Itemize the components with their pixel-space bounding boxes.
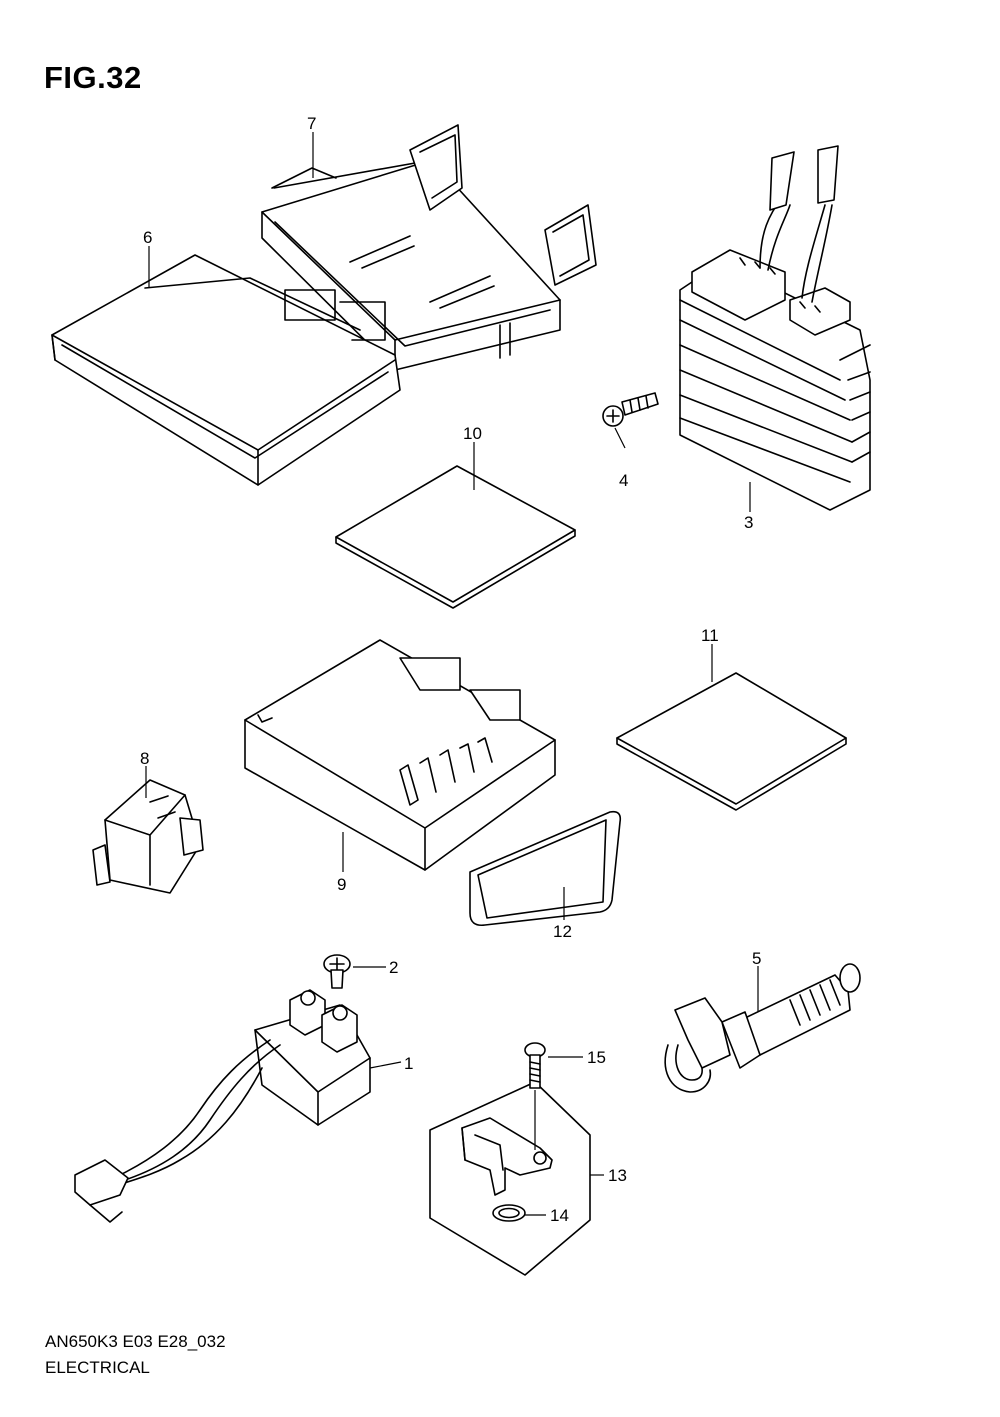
callout-6: 6 (143, 228, 152, 247)
callout-8: 8 (140, 749, 149, 768)
part-3-regulator-rectifier[interactable] (679, 145, 871, 511)
callout-1: 1 (404, 1054, 413, 1073)
callout-3: 3 (744, 513, 753, 532)
part-14-o-ring[interactable] (492, 1204, 526, 1222)
part-7-ecu-bracket[interactable] (261, 124, 597, 371)
part-8-relay[interactable] (92, 779, 204, 894)
part-4-screw[interactable] (602, 392, 659, 427)
part-11-sheet[interactable] (616, 672, 847, 805)
diagram-code: AN650K3 E03 E28_032 (45, 1332, 226, 1351)
callout-11: 11 (701, 626, 719, 645)
callout-4: 4 (619, 471, 628, 490)
part-2-screw[interactable] (323, 954, 351, 989)
part-13-sensor[interactable] (461, 1117, 553, 1196)
part-10-sheet[interactable] (335, 465, 576, 603)
part-1-starter-relay[interactable] (74, 989, 371, 1223)
part-6-ecu[interactable] (51, 254, 401, 486)
figure-title: FIG.32 (44, 60, 142, 95)
diagram-section-title: ELECTRICAL (45, 1358, 150, 1377)
callout-12: 12 (553, 922, 572, 941)
part-13-frame (429, 1081, 591, 1276)
callout-2: 2 (389, 958, 398, 977)
callout-5: 5 (752, 949, 761, 968)
callout-14: 14 (550, 1206, 569, 1225)
callout-7: 7 (307, 114, 316, 133)
part-15-bolt[interactable] (524, 1042, 546, 1089)
callout-10: 10 (463, 424, 482, 443)
part-5-speed-sensor[interactable] (664, 963, 861, 1093)
part-9-control-module[interactable] (244, 639, 556, 871)
callout-13: 13 (608, 1166, 627, 1185)
callout-numbers: 1 2 3 4 5 6 7 8 9 10 11 12 13 14 15 (140, 114, 761, 1225)
callout-15: 15 (587, 1048, 606, 1067)
leader-lines (145, 132, 759, 1216)
callout-9: 9 (337, 875, 346, 894)
part-12-gasket[interactable] (469, 810, 622, 927)
